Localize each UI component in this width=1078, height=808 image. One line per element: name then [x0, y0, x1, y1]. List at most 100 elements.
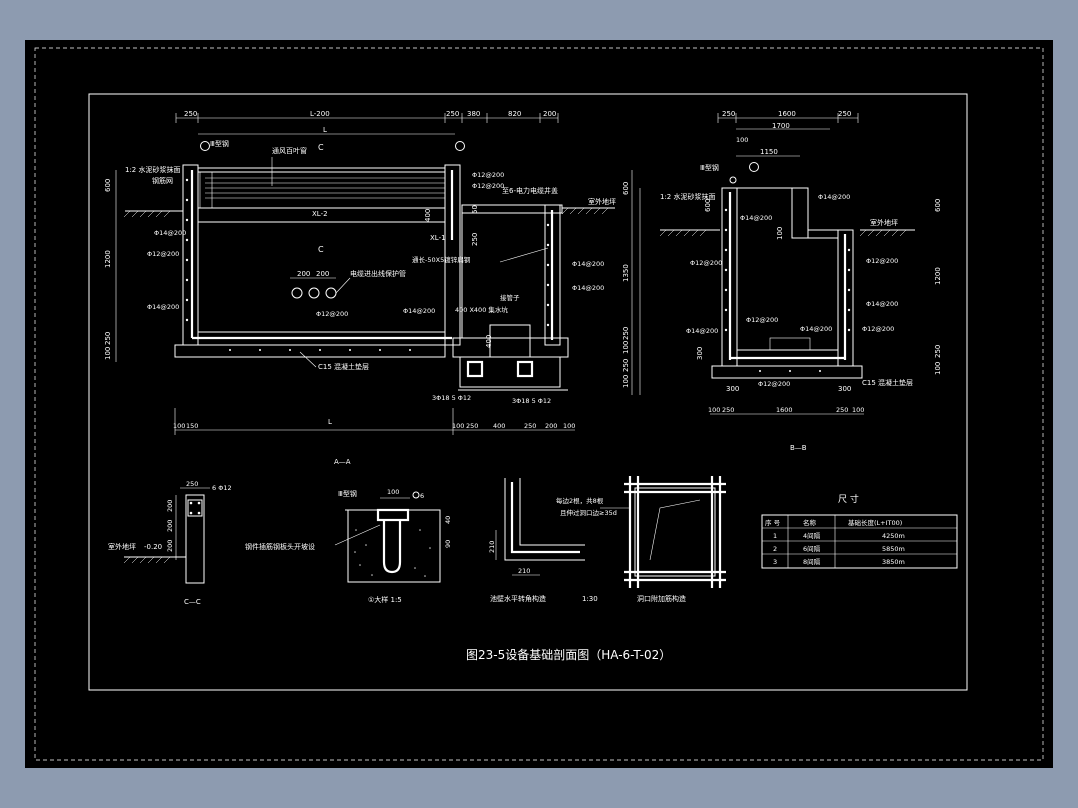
bb-steel-label: Ⅲ型钢 [700, 163, 719, 172]
aa-caption: A—A [334, 458, 351, 466]
d2-dim-210a: 210 [488, 541, 496, 553]
aa-right-dim-1: 600 [622, 182, 630, 195]
aa-waterproof-label: 1:2 水泥砂浆抹面 [125, 165, 181, 174]
aa-top-dim-5: 820 [508, 110, 521, 118]
sheet-dashed-border [34, 47, 1044, 761]
d2-dim-210b: 210 [518, 567, 530, 575]
aa-bottom-dim-4: 250 [466, 422, 478, 430]
size-table-r3c1: 3 [773, 558, 777, 566]
cc-grade: 室外地坪 [108, 542, 136, 551]
aa-bottom-dim-6: 250 [524, 422, 536, 430]
bb-top-dim-1: 250 [722, 110, 735, 118]
aa-top-dim-6: 200 [543, 110, 556, 118]
size-table-r2c1: 2 [773, 545, 777, 553]
detail-1: Ⅲ型钢 100 6 钢件插筋钢板头开坡设 40 90 ①大样 1:5 [245, 488, 452, 604]
cc-dim-2: 200 [166, 520, 174, 532]
aa-vent-label: 通风百叶窗 [272, 146, 307, 155]
bb-bar-h: Φ12@200 [862, 325, 894, 333]
aa-sump-label: 400 X400 集水坑 [455, 305, 508, 314]
d1-note: 钢件插筋钢板头开坡设 [245, 542, 315, 551]
bb-bar-a: Φ14@200 [740, 214, 772, 222]
size-table-title: 尺 寸 [838, 493, 859, 505]
cc-dim-3: 200 [166, 540, 174, 552]
aa-top-dim-2: L-200 [310, 110, 330, 118]
size-table-r3c2: 8间隔 [803, 557, 821, 566]
cc-bar: 6 Φ12 [212, 484, 232, 492]
bb-top-dim-2: 1600 [778, 110, 796, 118]
aa-dim-400: 400 [424, 209, 432, 222]
aa-grade-right: 室外地坪 [588, 197, 616, 206]
section-cc: 250 6 Φ12 室外地坪 -0.20 200 200 200 C—C [108, 480, 232, 606]
bb-left-dim-1: 600 [704, 199, 712, 212]
aa-beam-label: XL-2 [312, 210, 328, 218]
aa-bottom-dim-5: 400 [493, 422, 505, 430]
aa-sump2-label: 接管子 [500, 293, 520, 302]
aa-wall-rebar-dots [185, 178, 550, 351]
aa-bar-c: Φ14@200 [147, 303, 179, 311]
aa-right-dim-4: 100 [622, 341, 630, 354]
d1-dim-90: 90 [444, 540, 452, 548]
bb-right-dim-4: 100 [934, 362, 942, 375]
aa-pipe-spacing-1: 200 [297, 270, 310, 278]
bb-right-dim-5: 250 [934, 345, 942, 358]
size-table-header-2: 名称 [803, 518, 817, 527]
bb-bar-f: Φ12@200 [866, 257, 898, 265]
bb-bottom-dim-3: 1600 [776, 406, 793, 414]
bb-right-dim-3: 300 [696, 347, 704, 360]
section-bb: 250 1600 250 1700 100 1150 [639, 110, 942, 452]
bb-bottom-dim-4: 250 [836, 406, 848, 414]
bb-bar-b: Φ12@200 [690, 259, 722, 267]
aa-grid-c-left: C [318, 143, 324, 152]
bb-waterproof-label: 1:2 水泥砂浆抹面 [660, 192, 716, 201]
aa-stir-1: 3Φ18 5 Φ12 [432, 394, 471, 402]
d1-caption: ①大样 1:5 [368, 595, 402, 604]
aa-bar-e: Φ14@200 [403, 307, 435, 315]
size-table-r3c3: 3850m [882, 558, 905, 566]
aa-bottom-L: L [328, 418, 332, 426]
aa-top-L: L [323, 126, 327, 134]
aa-bar-i: Φ14@200 [572, 284, 604, 292]
aa-right-dim-2: 1350 [622, 264, 630, 282]
aa-sump-depth: 400 [485, 335, 493, 348]
aa-grid-c-right: C [318, 245, 324, 254]
bb-right-dim-2: 1200 [934, 267, 942, 285]
bb-concrete-label: C15 混凝土垫层 [862, 378, 913, 387]
size-table-r1c3: 4250m [882, 532, 905, 540]
size-table-header-3: 基础长度(L+IT00) [848, 518, 902, 527]
cc-dim-250: 250 [186, 480, 198, 488]
aa-top-dim-1: 250 [184, 110, 197, 118]
bb-bar-e: Φ14@200 [800, 325, 832, 333]
d3-note-1: 每边2根，共8根 [556, 496, 604, 505]
bb-bottom-dim-5: 100 [852, 406, 864, 414]
aa-right-dim-6: 100 [622, 375, 630, 388]
detail-3: 每边2根，共8根 且伸过洞口边≥35d 洞口附加筋构造 [556, 476, 726, 603]
size-table-r2c3: 5850m [882, 545, 905, 553]
detail-2: 210 210 池壁水平转角构造 1:30 [488, 478, 598, 603]
d1-dim-100: 100 [387, 488, 399, 496]
aa-bar-g: Φ12@200 [472, 182, 504, 190]
aa-beam-small: XL-1 [430, 234, 446, 242]
bb-dim-100b: 100 [776, 227, 784, 240]
d2-scale: 1:30 [582, 595, 598, 603]
aa-right-dim-3: 250 [622, 327, 630, 340]
size-table: 尺 寸 序 号 名称 基础长度(L+IT00) 1 4间隔 4250m 2 6间… [761, 493, 958, 569]
aa-cable-note: 至6-电力电缆井盖 [502, 186, 558, 195]
bb-bar-d: Φ12@200 [746, 316, 778, 324]
size-table-r1c2: 4间隔 [803, 531, 821, 540]
aa-bottom-dim-7: 200 [545, 422, 557, 430]
bb-dim-300b: 300 [838, 385, 851, 393]
aa-left-dim-3: 250 [104, 332, 112, 345]
bb-grade-label: 室外地坪 [870, 218, 898, 227]
aa-pipe-label: 电缆进出线保护管 [350, 269, 406, 278]
aa-dim-250: 250 [471, 233, 479, 246]
bb-caption: B—B [790, 444, 807, 452]
aa-bottom-dim-2: 150 [186, 422, 198, 430]
aa-left-dim-4: 100 [104, 347, 112, 360]
drawing-frame [88, 93, 968, 691]
aa-dim-50: 50 [471, 205, 479, 214]
bb-bar-bottom: Φ12@200 [758, 380, 790, 388]
aa-pipe-1 [291, 287, 303, 299]
d1-steel: Ⅲ型钢 [338, 489, 357, 498]
aa-right-dim-5: 250 [622, 359, 630, 372]
